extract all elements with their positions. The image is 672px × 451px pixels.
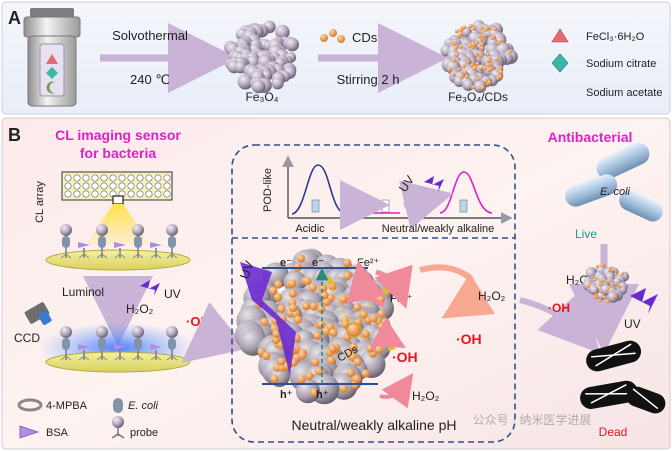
product2-label: Fe₃O₄/CDs xyxy=(448,90,508,104)
h2o2-top-label: H₂O₂ xyxy=(478,289,506,303)
red-triangle-icon xyxy=(551,28,569,43)
4-mpba-icon xyxy=(17,398,43,412)
hole-label-1: h⁺ xyxy=(280,389,293,401)
ecoli-pill-3 xyxy=(619,190,663,222)
oh-label-right: ·OH xyxy=(456,331,482,347)
antibacterial-uv-lightning-icon xyxy=(630,288,658,314)
uv-lightning-icon xyxy=(140,280,160,296)
electron-label-2: e⁻ xyxy=(312,257,324,269)
reactor-triangle-icon xyxy=(46,54,58,64)
sensing-plate-top xyxy=(45,224,191,271)
cds-dots xyxy=(320,29,345,43)
product1-label: Fe₃O₄ xyxy=(245,90,278,104)
cd-to-oh-arrow xyxy=(370,318,406,351)
antibacterial-uv-label: UV xyxy=(624,317,641,331)
step1-label: Solvothermal xyxy=(112,28,188,43)
ecoli-pill-1 xyxy=(596,142,650,180)
pod-uv-lightning-icon xyxy=(424,176,444,192)
teal-diamond-icon xyxy=(551,53,569,73)
uv-label: UV xyxy=(164,287,181,301)
ccd-label: CCD xyxy=(14,331,40,345)
oh-feed-arrow xyxy=(181,302,247,363)
h2o2-bottom-label: H₂O₂ xyxy=(412,389,440,403)
h2o2-label: H₂O₂ xyxy=(126,302,154,316)
cl-array-label: CL array xyxy=(34,181,46,223)
oh-label-center: ·OH xyxy=(392,349,418,365)
dead-label: Dead xyxy=(599,425,628,439)
cl-array-plate xyxy=(61,171,173,205)
vial-uv-icon xyxy=(459,199,468,213)
fe3o4-cluster xyxy=(223,20,300,94)
cl-title-line1: CL imaging sensor xyxy=(55,127,181,143)
fe3o4-cds-particle-small xyxy=(582,262,630,304)
mech-uv-label: UV xyxy=(237,259,257,281)
hole-label-2: h⁺ xyxy=(316,389,329,401)
ecoli-label: E. coli xyxy=(600,186,631,198)
cd-highlight xyxy=(346,322,362,338)
cl-title-line2: for bacteria xyxy=(80,145,156,161)
h2o2-conversion-arrow-bottom xyxy=(379,372,414,409)
panel-a-legend: FeCl₃·6H₂O Sodium citrate Sodium acetate xyxy=(551,28,662,100)
fe2-label: Fe²⁺ xyxy=(357,257,380,269)
reactor-diamond-icon xyxy=(46,67,58,79)
antibacterial-title: Antibacterial xyxy=(548,129,633,145)
electron-label-1: e⁻ xyxy=(280,257,292,269)
reagent2-label: CDs xyxy=(352,30,378,45)
uv-irradiation-icon xyxy=(240,262,296,376)
acidic-peak-curve xyxy=(291,164,347,215)
panel-a-letter: A xyxy=(8,8,21,28)
fe3-to-fe2-arrow xyxy=(346,260,386,308)
vial-neutral-icon xyxy=(381,199,390,213)
probe-legend-icon xyxy=(111,416,125,439)
bsa-icon xyxy=(19,425,40,439)
watermark: 公众号 · 纳米医学进展 xyxy=(473,412,592,427)
antibacterial-oh-label: ·OH xyxy=(548,301,570,315)
legend-fecl3: FeCl₃·6H₂O xyxy=(586,31,645,43)
step2-condition: Stirring 2 h xyxy=(337,72,400,87)
mechanism-caption: Neutral/weakly alkaline pH xyxy=(292,417,457,433)
luminol-label: Luminol xyxy=(62,285,104,299)
live-label: Live xyxy=(575,227,597,241)
h2o2-conversion-arrow-top xyxy=(419,264,495,319)
pod-neutral-label: Neutral/weakly alkaline xyxy=(382,223,495,235)
legend-sodium-citrate: Sodium citrate xyxy=(586,58,656,70)
pod-ylabel: POD-like xyxy=(262,168,274,212)
fe3-label: Fe³⁺ xyxy=(390,293,413,305)
fe3o4-cds-cluster xyxy=(440,20,518,93)
legend-ecoli: E. coli xyxy=(128,400,159,412)
panel-b-legend: 4-MPBA E. coli BSA probe xyxy=(17,398,159,439)
ecoli-pill-2 xyxy=(565,174,618,207)
vial-acidic-icon xyxy=(311,199,320,213)
oh-radical-left: ·OH xyxy=(186,314,210,329)
ccd-camera xyxy=(24,302,52,325)
panel-b-letter: B xyxy=(8,125,21,145)
step1-condition: 240 ℃ xyxy=(130,72,170,87)
sensing-plate-bottom xyxy=(38,322,198,374)
mechanism-dashed-frame xyxy=(231,144,516,443)
autoclave-reactor xyxy=(23,8,81,107)
live-ecoli-group xyxy=(565,142,663,222)
legend-sodium-acetate: Sodium acetate xyxy=(586,87,662,99)
legend-probe: probe xyxy=(130,427,158,439)
legend-bsa: BSA xyxy=(46,427,69,439)
dead-ecoli-group xyxy=(580,340,666,414)
ecoli-legend-icon xyxy=(113,398,123,413)
pod-acidic-label: Acidic xyxy=(295,223,325,235)
oh-to-bacteria-arrow xyxy=(519,289,601,354)
reactor-crescent-icon xyxy=(46,81,55,94)
pod-mini-plot xyxy=(282,155,513,230)
legend-4-mpba: 4-MPBA xyxy=(46,400,88,412)
